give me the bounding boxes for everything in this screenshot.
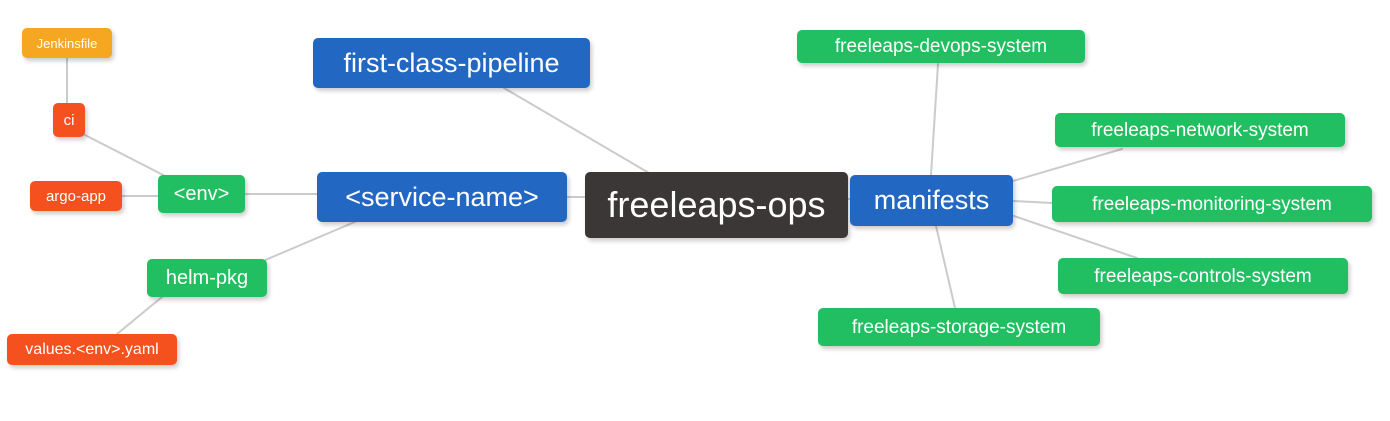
edge-values-env-yaml-to-helm-pkg xyxy=(116,296,163,335)
node-freeleaps-storage-system[interactable]: freeleaps-storage-system xyxy=(818,308,1100,346)
node-first-class-pipeline[interactable]: first-class-pipeline xyxy=(313,38,590,88)
edge-ci-to-env xyxy=(84,134,168,178)
edge-manifests-to-freeleaps-storage-system xyxy=(935,225,956,309)
edge-manifests-to-freeleaps-devops-system xyxy=(930,63,939,176)
edge-manifests-to-freeleaps-network-system xyxy=(1012,148,1123,182)
node-argo-app[interactable]: argo-app xyxy=(30,181,122,211)
node-values-env-yaml[interactable]: values.<env>.yaml xyxy=(7,334,177,365)
edge-first-class-pipeline-to-freeleaps-ops xyxy=(503,87,650,174)
node-helm-pkg[interactable]: helm-pkg xyxy=(147,259,267,297)
node-freeleaps-controls-system[interactable]: freeleaps-controls-system xyxy=(1058,258,1348,294)
node-freeleaps-ops[interactable]: freeleaps-ops xyxy=(585,172,848,238)
node-jenkinsfile[interactable]: Jenkinsfile xyxy=(22,28,112,58)
edge-helm-pkg-to-service-name xyxy=(262,220,358,262)
node-env[interactable]: <env> xyxy=(158,175,245,213)
node-freeleaps-monitoring-system[interactable]: freeleaps-monitoring-system xyxy=(1052,186,1372,222)
node-ci[interactable]: ci xyxy=(53,103,85,137)
node-manifests[interactable]: manifests xyxy=(850,175,1013,226)
node-freeleaps-network-system[interactable]: freeleaps-network-system xyxy=(1055,113,1345,147)
edge-manifests-to-freeleaps-monitoring-system xyxy=(1012,200,1053,204)
node-freeleaps-devops-system[interactable]: freeleaps-devops-system xyxy=(797,30,1085,63)
node-service-name[interactable]: <service-name> xyxy=(317,172,567,222)
